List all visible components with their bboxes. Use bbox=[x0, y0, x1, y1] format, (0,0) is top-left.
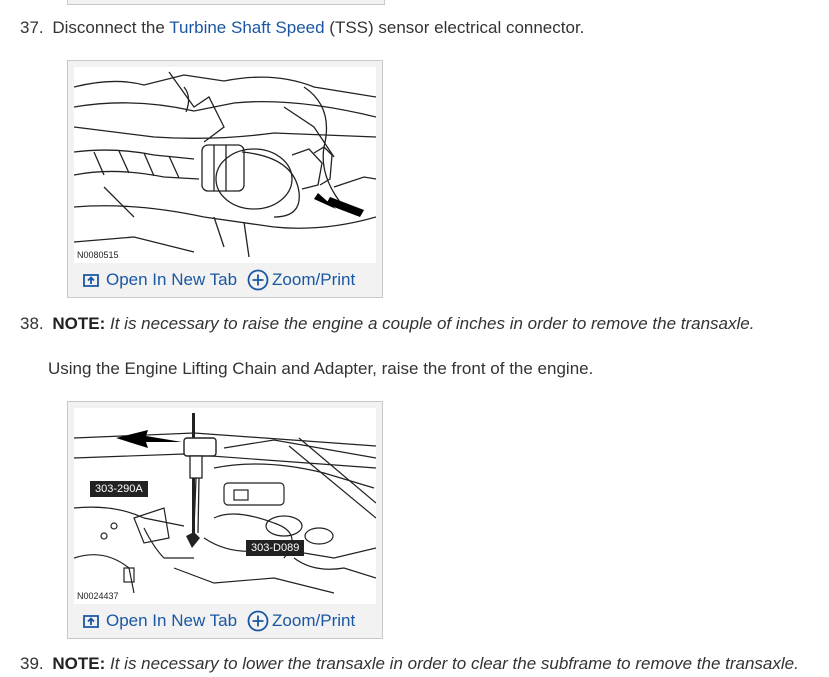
previous-figure-frame bbox=[67, 0, 385, 5]
step-39: 39. NOTE: It is necessary to lower the t… bbox=[20, 653, 799, 675]
figure-id: N0080515 bbox=[77, 250, 119, 260]
open-in-new-tab-button[interactable]: Open In New Tab bbox=[82, 270, 237, 290]
zoom-print-button[interactable]: Zoom/Print bbox=[247, 269, 355, 291]
figure-tss-connector: N0080515 Open In New Tab Zoom/Print bbox=[67, 60, 383, 298]
open-in-new-tab-label: Open In New Tab bbox=[106, 611, 238, 630]
step-37: 37. Disconnect the Turbine Shaft Speed (… bbox=[20, 17, 584, 39]
open-in-new-tab-label: Open In New Tab bbox=[106, 270, 238, 289]
zoom-plus-icon bbox=[247, 610, 269, 632]
step-38-instruction: Using the Engine Lifting Chain and Adapt… bbox=[48, 359, 594, 378]
step-number: 39. bbox=[20, 654, 44, 673]
open-in-new-tab-icon bbox=[83, 615, 99, 628]
step-number: 38. bbox=[20, 314, 44, 333]
tss-connector-illustration[interactable]: N0080515 bbox=[74, 67, 376, 263]
engine-lifting-illustration[interactable]: 303-290A 303-D089 N0024437 bbox=[74, 408, 376, 604]
figure-actions: Open In New Tab Zoom/Print bbox=[82, 609, 355, 633]
turbine-shaft-speed-link[interactable]: Turbine Shaft Speed bbox=[169, 18, 325, 37]
step-number: 37. bbox=[20, 18, 44, 37]
callout-303-d089: 303-D089 bbox=[246, 540, 305, 556]
zoom-plus-icon bbox=[247, 269, 269, 291]
note-label: NOTE: bbox=[52, 654, 106, 673]
step-text-after: (TSS) sensor electrical connector. bbox=[324, 18, 585, 37]
note-label: NOTE: bbox=[52, 314, 106, 333]
zoom-print-label: Zoom/Print bbox=[272, 611, 356, 630]
figure-actions: Open In New Tab Zoom/Print bbox=[82, 268, 355, 292]
zoom-print-button[interactable]: Zoom/Print bbox=[247, 610, 355, 632]
open-in-new-tab-icon bbox=[83, 274, 99, 287]
callout-303-290a: 303-290A bbox=[90, 481, 148, 497]
open-in-new-tab-button[interactable]: Open In New Tab bbox=[82, 611, 237, 631]
step-38: 38. NOTE: It is necessary to raise the e… bbox=[20, 313, 754, 335]
note-text: It is necessary to raise the engine a co… bbox=[110, 314, 755, 333]
figure-id: N0024437 bbox=[77, 591, 119, 601]
note-text: It is necessary to lower the transaxle i… bbox=[110, 654, 799, 673]
figure-engine-lifting: 303-290A 303-D089 N0024437 Open In New T… bbox=[67, 401, 383, 639]
step-text-before: Disconnect the bbox=[52, 18, 170, 37]
zoom-print-label: Zoom/Print bbox=[272, 270, 356, 289]
